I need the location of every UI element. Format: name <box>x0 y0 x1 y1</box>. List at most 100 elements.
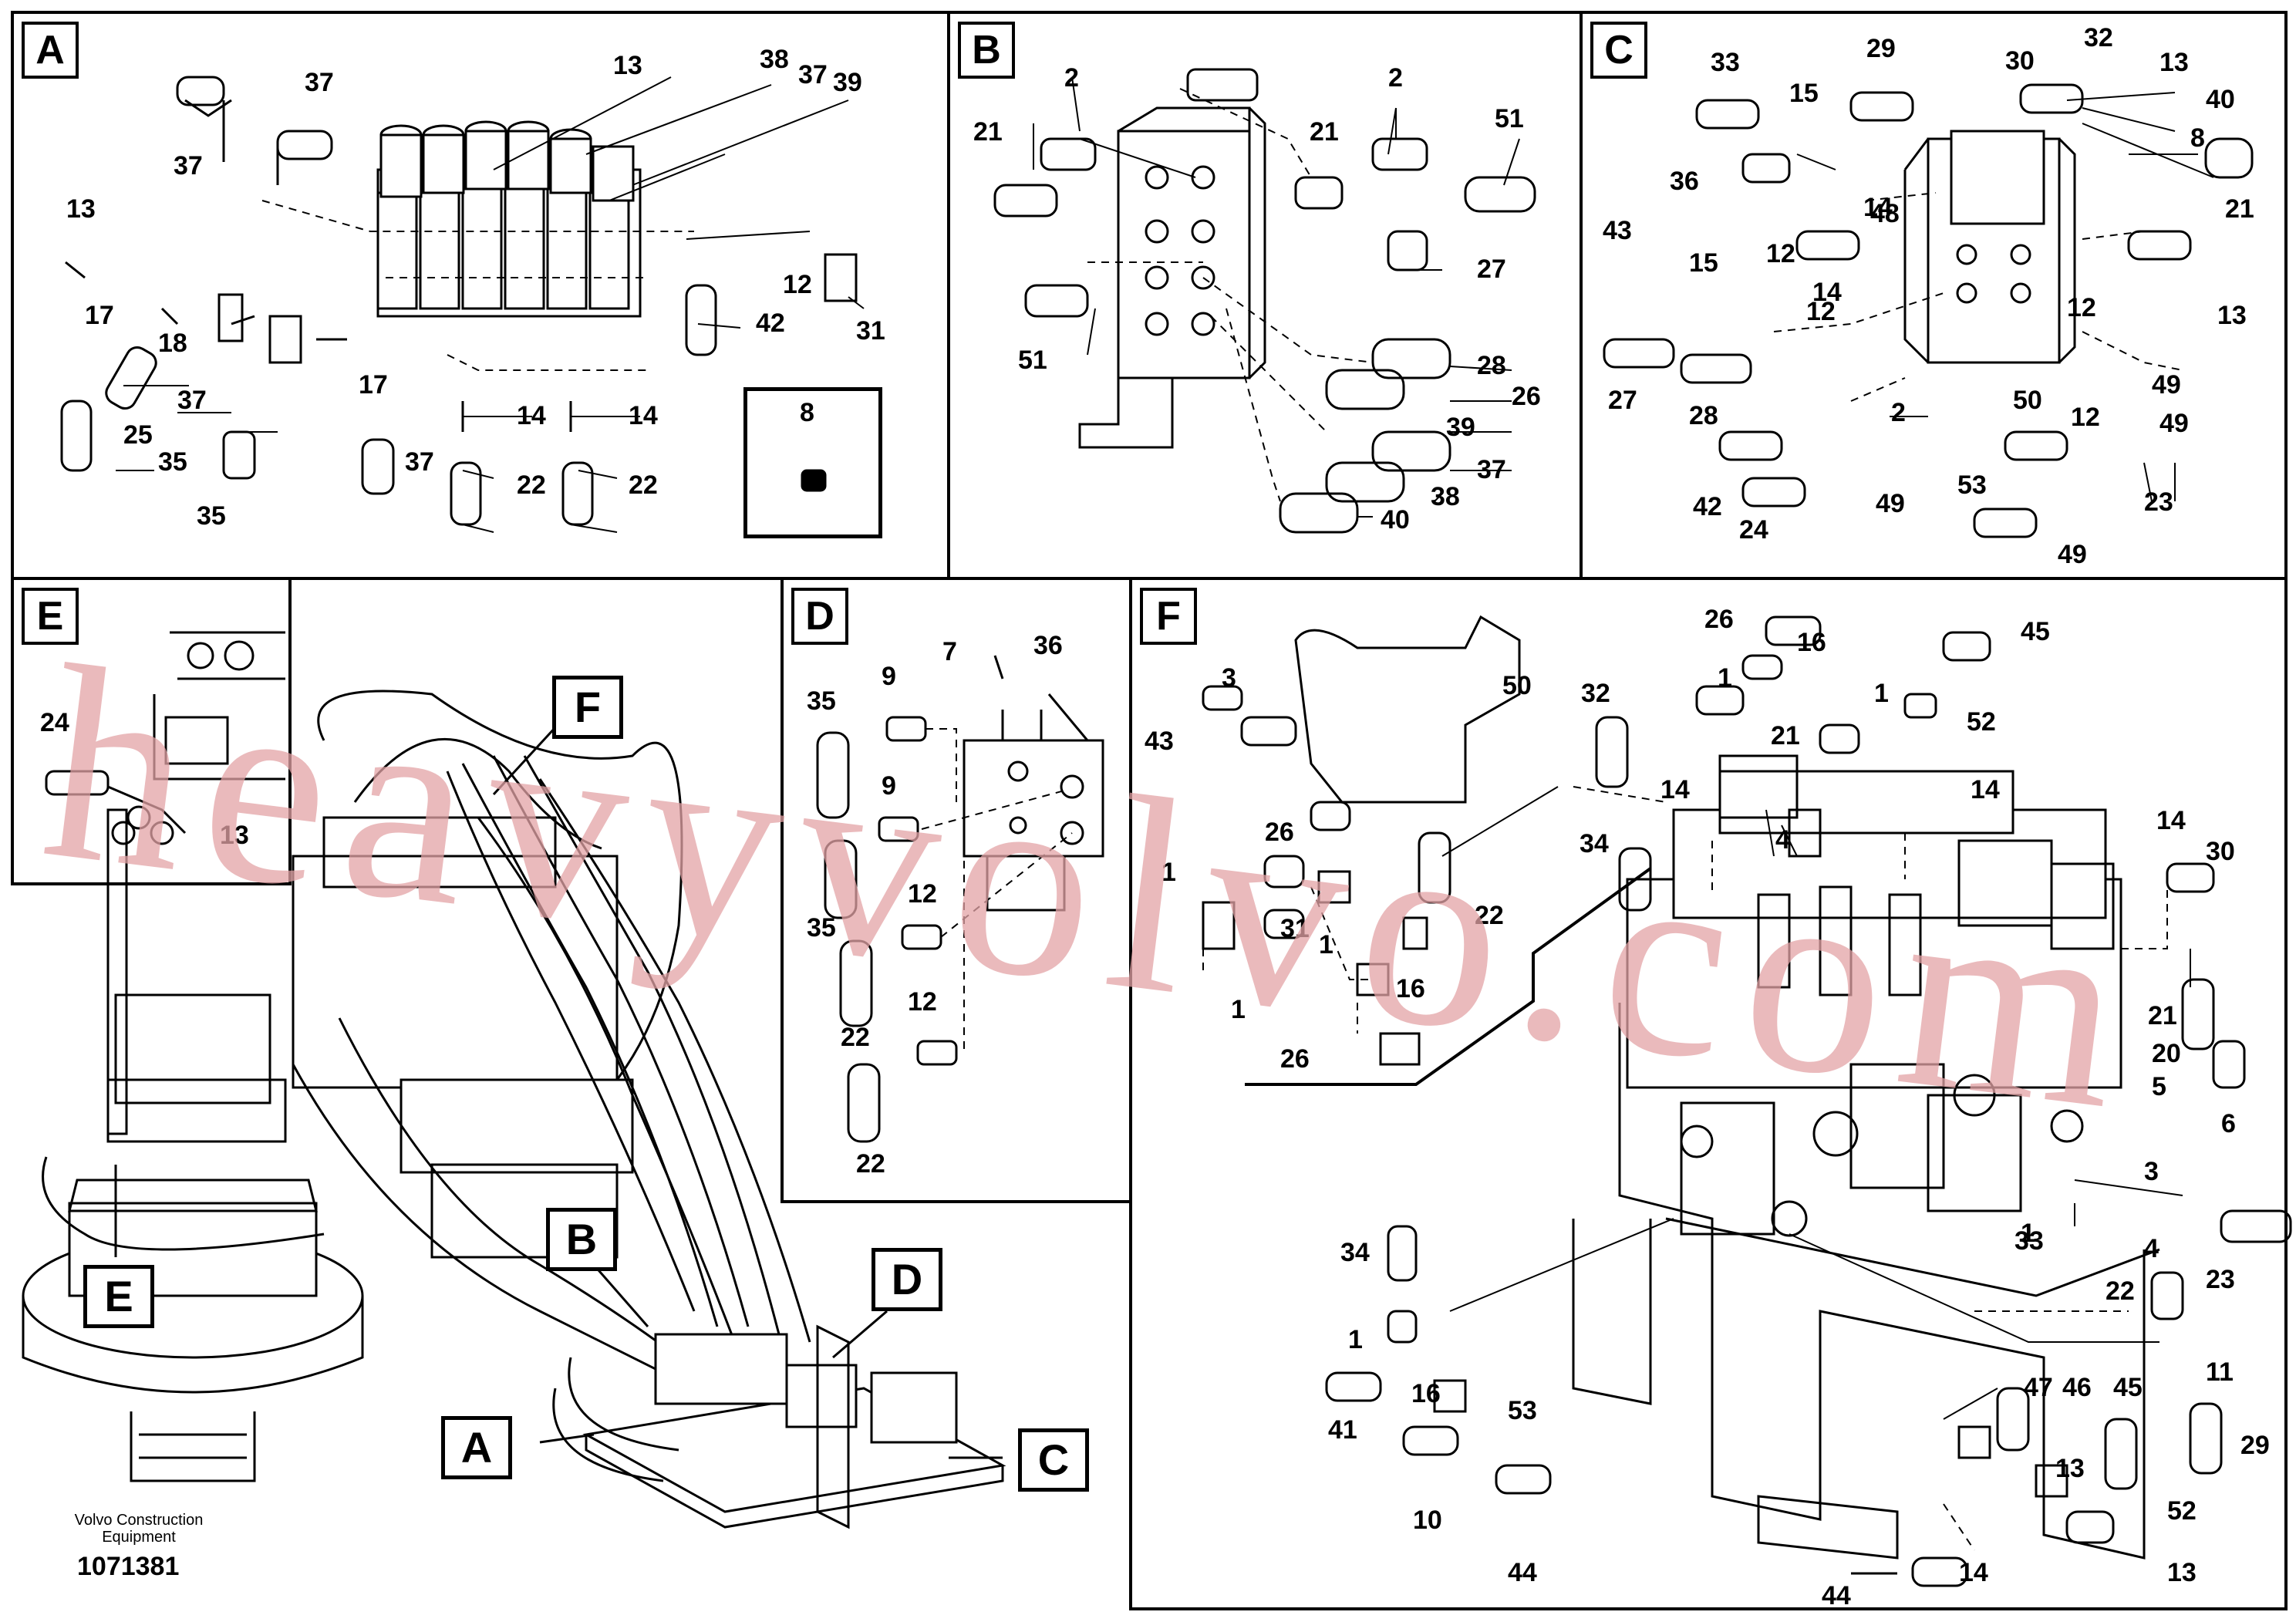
leaders-b <box>1033 76 1520 518</box>
part-label-c: 23 <box>2144 487 2173 517</box>
panel-f-tag: F <box>1140 588 1197 645</box>
part-label-c: 27 <box>1608 386 1637 415</box>
part-label-f: 16 <box>1797 628 1826 657</box>
part-label-f: 41 <box>1328 1415 1357 1445</box>
part-label-b: 51 <box>1018 346 1047 375</box>
part-label-b: 40 <box>1381 505 1410 534</box>
part-label-c: 30 <box>2005 46 2035 76</box>
part-label-f: 43 <box>1145 727 1174 756</box>
leaders-a <box>116 76 865 533</box>
part-label-c: 28 <box>1689 401 1718 430</box>
part-label-a: 31 <box>856 316 885 346</box>
manifold-b <box>993 68 1536 534</box>
leaders-c <box>1796 92 2214 502</box>
dashed-d <box>921 728 1073 1049</box>
part-label-f: 16 <box>1411 1379 1441 1408</box>
part-label-f: 1 <box>1319 930 1333 959</box>
part-label-d: 7 <box>942 637 957 666</box>
part-label-a: 35 <box>158 447 187 477</box>
part-label-f: 4 <box>1775 825 1790 855</box>
dashed-b <box>1087 88 1374 502</box>
part-label-f: 4 <box>2144 1234 2159 1263</box>
part-label-f: 44 <box>1822 1581 1851 1610</box>
part-label-a: 25 <box>123 420 153 450</box>
part-label-c: 48 <box>1870 199 1900 228</box>
part-label-c: 2 <box>1891 398 1906 427</box>
part-label-b: 37 <box>1477 455 1506 484</box>
part-label-c: 53 <box>1957 470 1987 500</box>
part-label-b: 51 <box>1495 104 1524 133</box>
part-label-c: 40 <box>2206 85 2235 114</box>
valve-c <box>1603 83 2254 538</box>
part-label-b: 2 <box>1388 63 1403 93</box>
callout-b: B <box>546 1208 617 1271</box>
part-label-f: 1 <box>1161 858 1176 887</box>
part-label-b: 21 <box>973 117 1003 147</box>
panel-a-tag: A <box>22 22 79 79</box>
part-label-d: 36 <box>1033 631 1063 660</box>
part-label-c: 49 <box>2152 370 2181 400</box>
part-label-c: 42 <box>1693 492 1722 521</box>
callout-f: F <box>552 676 623 739</box>
part-label-a: 22 <box>629 470 658 500</box>
part-label-f: 32 <box>1581 679 1610 708</box>
part-label-e: 13 <box>220 821 249 850</box>
part-label-c: 12 <box>2071 403 2100 432</box>
part-label-f: 6 <box>2221 1109 2236 1138</box>
inset-part-number: 8 <box>800 398 814 427</box>
part-label-a: 22 <box>517 470 546 500</box>
part-label-f: 23 <box>2206 1265 2235 1294</box>
fittings-f <box>1202 615 2292 1587</box>
panel-c-tag: C <box>1590 22 1647 79</box>
part-label-b: 27 <box>1477 255 1506 284</box>
part-label-c: 49 <box>2058 540 2087 569</box>
part-label-f: 45 <box>2113 1373 2143 1402</box>
part-label-f: 14 <box>1971 775 2000 804</box>
part-label-f: 44 <box>1508 1558 1537 1587</box>
part-label-c: 36 <box>1670 167 1699 196</box>
part-label-f: 47 <box>2024 1373 2053 1402</box>
part-label-c: 15 <box>1689 248 1718 278</box>
part-label-a: 35 <box>197 501 226 531</box>
part-label-f: 26 <box>1265 818 1294 847</box>
callout-arrows <box>114 705 1003 1459</box>
part-label-f: 16 <box>1396 974 1425 1003</box>
part-label-f: 34 <box>1580 829 1609 858</box>
part-label-e: 24 <box>40 708 69 737</box>
part-label-d: 35 <box>807 686 836 716</box>
part-label-b: 26 <box>1512 382 1541 411</box>
detail-d <box>816 655 1104 1143</box>
brand-caption: Volvo Construction Equipment <box>62 1512 216 1546</box>
part-label-f: 52 <box>1967 707 1996 737</box>
part-label-f: 1 <box>1348 1325 1363 1354</box>
part-label-d: 12 <box>908 987 937 1017</box>
part-label-a: 39 <box>833 68 862 97</box>
part-label-f: 45 <box>2021 617 2050 646</box>
part-label-a: 17 <box>359 370 388 400</box>
part-label-b: 21 <box>1310 117 1339 147</box>
part-label-f: 22 <box>2106 1276 2135 1306</box>
part-label-f: 13 <box>2055 1454 2085 1483</box>
detail-e <box>45 631 285 845</box>
callout-e: E <box>83 1265 154 1328</box>
part-label-c: 12 <box>2067 293 2096 322</box>
part-label-f: 30 <box>2206 837 2235 866</box>
brand-line-2: Equipment <box>102 1529 176 1546</box>
part-label-a: 13 <box>613 51 642 80</box>
part-label-c: 32 <box>2084 23 2113 52</box>
part-label-f: 21 <box>1771 721 1800 750</box>
part-label-f: 33 <box>2014 1226 2044 1256</box>
part-label-d: 35 <box>807 913 836 943</box>
part-label-a: 37 <box>798 60 828 89</box>
part-label-f: 20 <box>2152 1039 2181 1068</box>
part-label-a: 38 <box>760 45 789 74</box>
panel-e-tag: E <box>22 588 79 645</box>
callout-d: D <box>872 1248 942 1311</box>
part-label-f: 14 <box>1959 1558 1988 1587</box>
part-label-c: 33 <box>1711 48 1740 77</box>
part-label-c: 12 <box>1766 239 1795 268</box>
part-label-c: 14 <box>1812 278 1842 307</box>
part-label-f: 3 <box>2144 1157 2159 1186</box>
part-label-f: 5 <box>2152 1072 2166 1101</box>
